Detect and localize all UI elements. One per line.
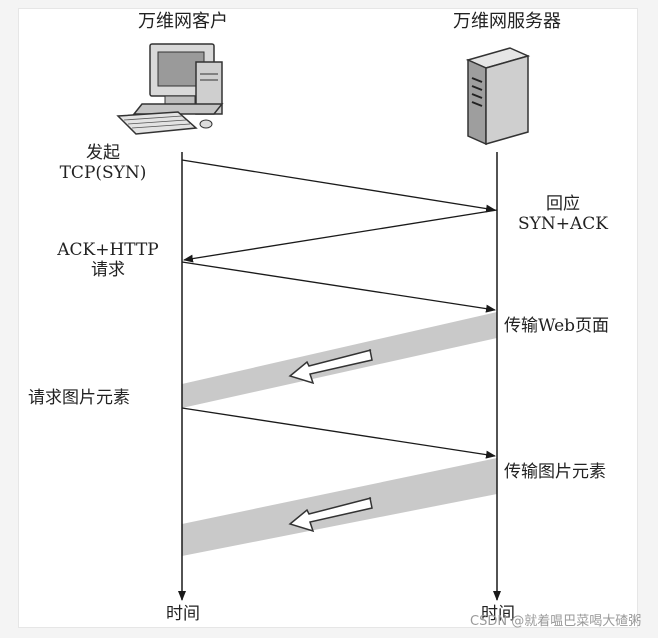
syn-ack-arrow bbox=[183, 209, 498, 263]
image-left-arrow-icon bbox=[288, 497, 373, 533]
watermark: CSDN @就着嗢巴菜喝大碴粥 bbox=[470, 614, 642, 629]
client-computer-icon bbox=[116, 43, 224, 135]
client-title: 万维网客户 bbox=[138, 11, 228, 32]
webpage-left-arrow-icon bbox=[288, 349, 373, 385]
syn-arrow bbox=[181, 159, 496, 213]
server-tower-icon bbox=[465, 47, 531, 146]
image-request-arrow bbox=[181, 407, 496, 459]
client-time-label: 时间 bbox=[166, 604, 200, 624]
request-images-label: 请求图片元素 bbox=[28, 388, 130, 408]
ack-http-arrow bbox=[181, 261, 496, 313]
server-time-label: 时间 bbox=[481, 604, 515, 624]
transfer-webpage-label: 传输Web页面 bbox=[504, 316, 610, 336]
transfer-images-label: 传输图片元素 bbox=[504, 462, 606, 482]
server-title: 万维网服务器 bbox=[453, 11, 561, 32]
